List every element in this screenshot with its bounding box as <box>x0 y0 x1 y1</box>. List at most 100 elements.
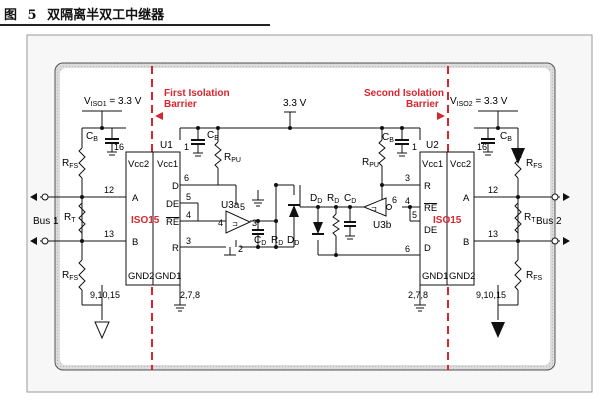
u2-a-label: A <box>463 193 470 204</box>
u2-rfs-bottom-label: RFS <box>526 270 543 282</box>
u2-pin-gnd2: 9,10,15 <box>476 290 506 300</box>
u2-rpu-label: RPU <box>362 157 379 169</box>
u3b-pin-out: 6 <box>392 195 397 205</box>
u1-re-label: RE <box>166 217 179 228</box>
u2-rfs-top-ground-icon <box>511 148 525 164</box>
u2-part-label: ISO15 <box>433 215 462 226</box>
u2-gnd2-ground-icon <box>491 322 505 338</box>
bus1-b-arrow-icon <box>30 237 37 245</box>
u3a-label: U3a <box>221 200 240 211</box>
u3a-schmitt-icon: ⊐ <box>232 221 238 228</box>
second-barrier-arrow-icon <box>437 112 445 120</box>
u1-r-label: R <box>172 243 179 254</box>
u3a-cd-label: CD <box>254 235 266 247</box>
u2-pin-r: 3 <box>405 173 410 183</box>
u1-d-label: D <box>172 181 179 192</box>
figure-title: 双隔离半双工中继器 <box>47 8 165 23</box>
u3a-buffer-icon <box>225 210 252 234</box>
u2-pin-vcc1: 1 <box>412 142 417 152</box>
u3a-rd-label: RD <box>271 235 283 247</box>
u1-pin-d: 6 <box>184 173 189 183</box>
second-barrier-label-line2: Barrier <box>406 99 439 110</box>
u2-pin-de: 5 <box>412 210 417 220</box>
figure-number: 5 <box>27 8 37 23</box>
bus1-label: Bus 1 <box>33 216 59 227</box>
u3b-rd-label: RD <box>327 193 339 205</box>
u1-rpu-label: RPU <box>224 152 241 164</box>
first-barrier-label-line2: Barrier <box>164 99 197 110</box>
u3a-pin-in: 4 <box>218 218 223 228</box>
u3b-schmitt-icon: ⊐ <box>371 206 377 213</box>
figure-label: 图 <box>4 8 18 23</box>
bus2-a-terminal-icon <box>551 193 559 201</box>
u3b-label: U3b <box>373 220 392 231</box>
u3a-pin-bot: 2 <box>238 244 243 254</box>
u1-side-cb-label: CB <box>207 130 219 142</box>
bus2-a-arrow-icon <box>563 193 570 201</box>
u3a-pin-top: 3 <box>252 218 257 228</box>
u2-pin-b: 13 <box>488 229 498 239</box>
dd-diode-u3a-icon <box>289 205 299 217</box>
bus2-label: Bus 2 <box>536 216 562 227</box>
u2-rt-label: RT <box>524 212 536 224</box>
u2-pin-gnd1: 2,7,8 <box>408 290 428 300</box>
u3b-cd-label: CD <box>344 193 356 205</box>
u2-gnd1-label: GND1 <box>422 271 448 282</box>
first-barrier-arrow-icon <box>155 112 163 120</box>
diagram-canvas <box>60 68 550 365</box>
u2-de-label: DE <box>424 225 437 236</box>
u2-vcc1-label: Vcc1 <box>422 159 443 170</box>
u1-pin-r: 3 <box>186 236 191 246</box>
u3a-pin-out: 5 <box>240 202 245 212</box>
center-supply-label: 3.3 V <box>283 98 307 109</box>
dd-diode-u3b-icon <box>313 222 323 234</box>
u2-vcc2-label: Vcc2 <box>450 159 471 170</box>
u2-side-cb-label: CB <box>382 132 394 144</box>
u1-ref-label: U1 <box>160 140 173 151</box>
u2-re-label: RE <box>424 203 437 214</box>
wiring <box>40 110 560 320</box>
u1-rfs-top-label: RFS <box>62 158 79 170</box>
u2-pin-d: 6 <box>405 244 410 254</box>
u2-gnd2-label: GND2 <box>449 271 475 282</box>
u1-gnd2-ground-icon <box>94 321 110 340</box>
u1-vcc2-label: Vcc2 <box>128 159 149 170</box>
u2-r-label: R <box>424 181 431 192</box>
u1-pin-de: 5 <box>186 192 191 202</box>
u1-gnd1-label: GND1 <box>155 271 181 282</box>
u1-pin-b: 13 <box>104 229 114 239</box>
u1-rfs-bottom-label: RFS <box>62 270 79 282</box>
bus1-a-arrow-icon <box>30 193 37 201</box>
first-barrier-label-line1: First Isolation <box>164 88 230 99</box>
bus2-b-arrow-icon <box>563 237 570 245</box>
u3a-dd-label: DD <box>287 235 299 247</box>
u2-b-label: B <box>463 237 469 248</box>
u1-vcc1-label: Vcc1 <box>157 159 178 170</box>
u1-pin-a: 12 <box>104 185 114 195</box>
u3b-dd-label: DD <box>310 193 322 205</box>
viso1-label: VISO1 = 3.3 V <box>84 96 142 108</box>
u2-pin-re: 4 <box>405 196 410 206</box>
u2-d-label: D <box>424 243 431 254</box>
u1-b-label: B <box>132 237 138 248</box>
u1-pin-vcc1: 1 <box>184 142 189 152</box>
viso2-label: VISO2 = 3.3 V <box>450 96 508 108</box>
u1-pin-gnd1: 2,7,8 <box>180 290 200 300</box>
u1-rt-label: RT <box>64 212 76 224</box>
u1-gnd2-label: GND2 <box>128 271 154 282</box>
bus1-b-terminal-icon <box>41 237 49 245</box>
figure-caption: 图 5 双隔离半双工中继器 <box>4 4 164 23</box>
u1-pin-re: 4 <box>186 210 191 220</box>
u1-pin-vcc2: 16 <box>114 142 124 152</box>
caption-rule <box>0 24 270 26</box>
u1-part-label: ISO15 <box>131 215 160 226</box>
u2-ref-label: U2 <box>426 140 439 151</box>
second-barrier-label-line1: Second Isolation <box>364 88 444 99</box>
bus2-b-terminal-icon <box>551 237 559 245</box>
u2-pin-vcc2: 16 <box>477 142 487 152</box>
u2-pin-a: 12 <box>488 185 498 195</box>
u1-a-label: A <box>132 193 139 204</box>
u2-rfs-top-label: RFS <box>526 158 543 170</box>
